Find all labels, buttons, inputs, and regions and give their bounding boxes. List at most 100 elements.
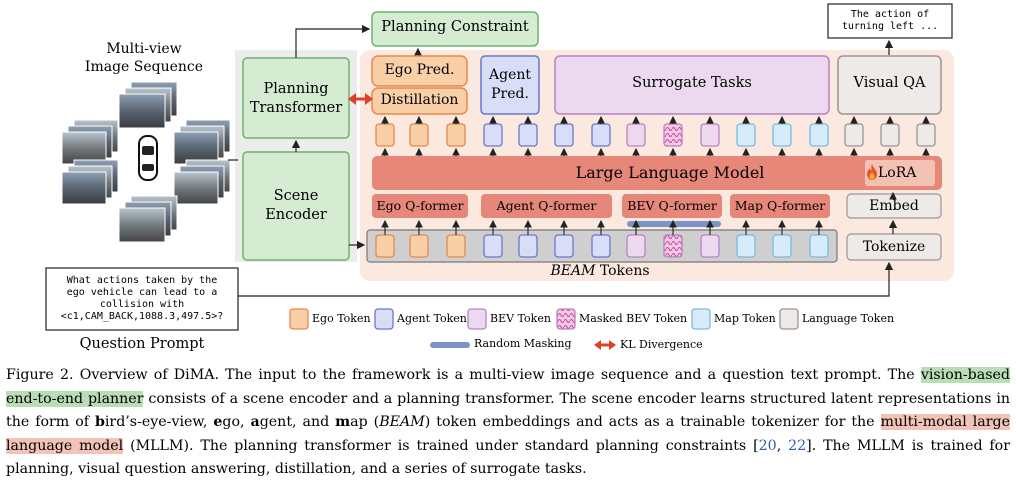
distillation-label: Distillation xyxy=(380,92,459,108)
ego-pred-box xyxy=(371,55,468,87)
caption-citation[interactable]: 20 xyxy=(758,437,777,454)
tokenize-label: Tokenize xyxy=(862,239,926,255)
llm-output-token-lang xyxy=(844,123,864,147)
caption-bold: a xyxy=(250,414,260,430)
map-qformer-label: Map Q-former xyxy=(734,198,826,213)
camera-stack-back-right xyxy=(173,159,231,205)
bev-qformer-label: BEV Q-former xyxy=(627,198,717,213)
legend-label-ego: Ego Token xyxy=(312,312,371,325)
legend-swatch-masked-bev xyxy=(556,308,576,330)
beam-token-bev xyxy=(700,234,720,258)
llm-output-token-ego xyxy=(409,123,429,147)
caption-part: ap ( xyxy=(350,414,380,430)
visual-qa-box xyxy=(837,55,942,115)
input-title-line1: Multi-view xyxy=(106,41,182,57)
token-arrows xyxy=(381,115,930,235)
question-line3: collision with xyxy=(99,299,185,310)
ego-car-icon xyxy=(138,135,158,181)
camera-stack-front xyxy=(118,81,178,129)
question-line4: <c1,CAM_BACK,1088.3,497.5>? xyxy=(60,311,224,322)
beam-token-map xyxy=(772,234,792,258)
legend-kl-arrow xyxy=(594,340,616,350)
lora-box xyxy=(865,160,935,186)
planning-transformer-label: Planning Transformer xyxy=(243,80,349,118)
beam-token-map xyxy=(809,234,829,258)
beam-token-map xyxy=(736,234,756,258)
embed-label: Embed xyxy=(869,198,919,214)
beam-token-agent xyxy=(483,234,503,258)
question-line1: What actions taken by the xyxy=(66,275,218,286)
question-prompt-label: Question Prompt xyxy=(79,336,205,352)
beam-tokens-label: BEAM Tokens xyxy=(480,263,720,279)
llm-output-token-lang xyxy=(880,123,900,147)
llm-output-token-agent xyxy=(591,123,611,147)
agent-qformer-box xyxy=(481,194,612,218)
legend-swatch-language xyxy=(779,308,799,330)
legend-label-map: Map Token xyxy=(714,312,776,325)
camera-stack-back-left xyxy=(61,159,119,205)
legend-swatch-agent xyxy=(374,308,394,330)
caption-part: consists of a scene encoder and a planni… xyxy=(6,390,1010,431)
legend xyxy=(289,308,799,350)
caption-part: gent, and xyxy=(259,414,336,430)
caption-part: (MLLM). The planning transformer is trai… xyxy=(123,437,759,454)
distillation-box xyxy=(371,87,468,115)
camera-images xyxy=(61,81,231,243)
beam-token-ego xyxy=(446,234,466,258)
agent-pred-line2: Pred. xyxy=(491,86,529,102)
agent-pred-line1: Agent xyxy=(489,67,531,83)
agent-pred-box xyxy=(480,55,540,115)
caption-part: , xyxy=(776,437,789,454)
caption-citation[interactable]: 22 xyxy=(788,437,807,454)
fire-icon xyxy=(866,164,878,180)
llm-output-token-ego xyxy=(446,123,466,147)
caption-bold: e xyxy=(213,414,223,430)
planning-transformer-line2: Transformer xyxy=(249,100,343,116)
question-prompt-box xyxy=(45,267,239,331)
camera-stack-front-left xyxy=(61,119,119,165)
llm-output-token-map xyxy=(736,123,756,147)
beam-token-masked xyxy=(663,234,683,258)
surrogate-tasks-label: Surrogate Tasks xyxy=(632,75,752,91)
caption-part: go, xyxy=(222,414,251,430)
scene-encoder-line1: Scene xyxy=(273,188,319,204)
caption-beam: BEAM xyxy=(379,414,425,430)
llm-box xyxy=(372,156,942,190)
legend-label-language: Language Token xyxy=(802,312,895,325)
llm-output-token-map xyxy=(772,123,792,147)
camera-stack-front-right xyxy=(173,119,231,165)
legend-label-kl-divergence: KL Divergence xyxy=(620,338,703,351)
beam-tokens-rest: Tokens xyxy=(595,263,650,279)
llm-output-token-ego xyxy=(375,123,395,147)
diagram-svg xyxy=(45,3,954,350)
question-prompt-text: What actions taken by the ego vehicle ca… xyxy=(46,275,238,323)
scene-encoder-line2: Encoder xyxy=(265,207,327,223)
caption-part: ]. The MLLM is trained for planning, vis… xyxy=(6,437,1010,478)
beam-token-agent xyxy=(518,234,538,258)
llm-output-token-agent xyxy=(518,123,538,147)
planning-constraint-label: Planning Constraint xyxy=(381,19,529,35)
caption-part: ) token embeddings and acts as a trainab… xyxy=(424,414,881,430)
planning-transformer-line1: Planning xyxy=(263,81,329,97)
tokenize-box xyxy=(846,233,942,261)
beam-token-ego xyxy=(409,234,429,258)
ego-pred-label: Ego Pred. xyxy=(384,62,455,78)
llm-output-token-lang xyxy=(916,123,936,147)
planning-constraint-box xyxy=(371,11,539,47)
legend-label-masked-bev: Masked BEV Token xyxy=(579,312,688,325)
legend-label-random-masking: Random Masking xyxy=(474,337,572,350)
lora-label: LoRA xyxy=(866,164,916,181)
scene-encoder-label: Scene Encoder xyxy=(243,187,349,225)
llm-output-token-agent xyxy=(483,123,503,147)
agent-qformer-label: Agent Q-former xyxy=(496,198,597,213)
output-answer-line2: turning left ... xyxy=(841,21,939,32)
caption-part: Figure 2. Overview of DiMA. The input to… xyxy=(6,367,921,383)
llm-label: Large Language Model xyxy=(575,163,765,182)
llm-output-token-agent xyxy=(554,123,574,147)
input-title-line2: Image Sequence xyxy=(84,59,204,75)
caption-bold: b xyxy=(94,414,105,430)
kl-divergence-arrow xyxy=(348,93,373,105)
llm-output-token-bev xyxy=(700,123,720,147)
beam-token-agent xyxy=(554,234,574,258)
llm-output-token-bev xyxy=(626,123,646,147)
